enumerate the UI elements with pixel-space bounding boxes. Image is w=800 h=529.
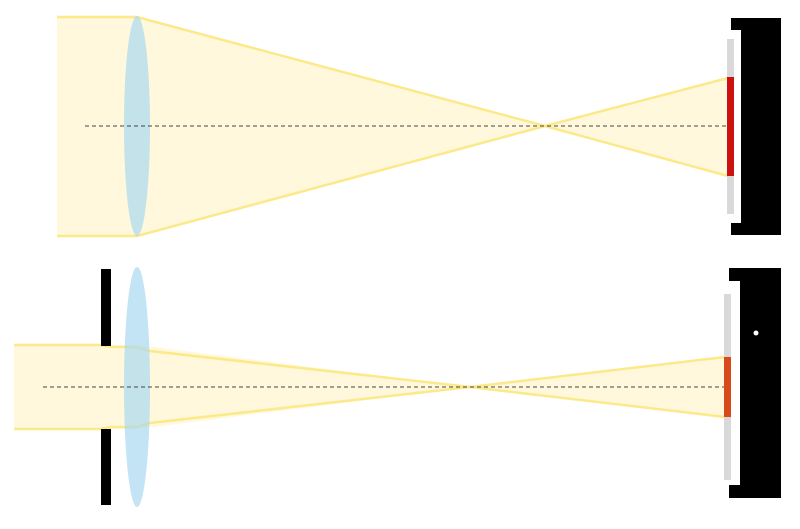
panel-bottom bbox=[14, 267, 781, 507]
beam-edge-lower bbox=[57, 76, 729, 238]
light-beam-top bbox=[57, 17, 728, 236]
panel-top bbox=[57, 15, 781, 238]
image-top bbox=[727, 77, 734, 176]
aperture-stop-lower bbox=[101, 429, 111, 505]
light-beam-bottom bbox=[14, 345, 725, 429]
camera-body-top bbox=[731, 18, 781, 235]
indicator-dot bbox=[753, 330, 759, 336]
aperture-stop-upper bbox=[101, 269, 111, 346]
beam-edge-upper bbox=[57, 15, 729, 178]
camera-body-bottom bbox=[729, 268, 781, 498]
image-bottom bbox=[724, 357, 731, 417]
